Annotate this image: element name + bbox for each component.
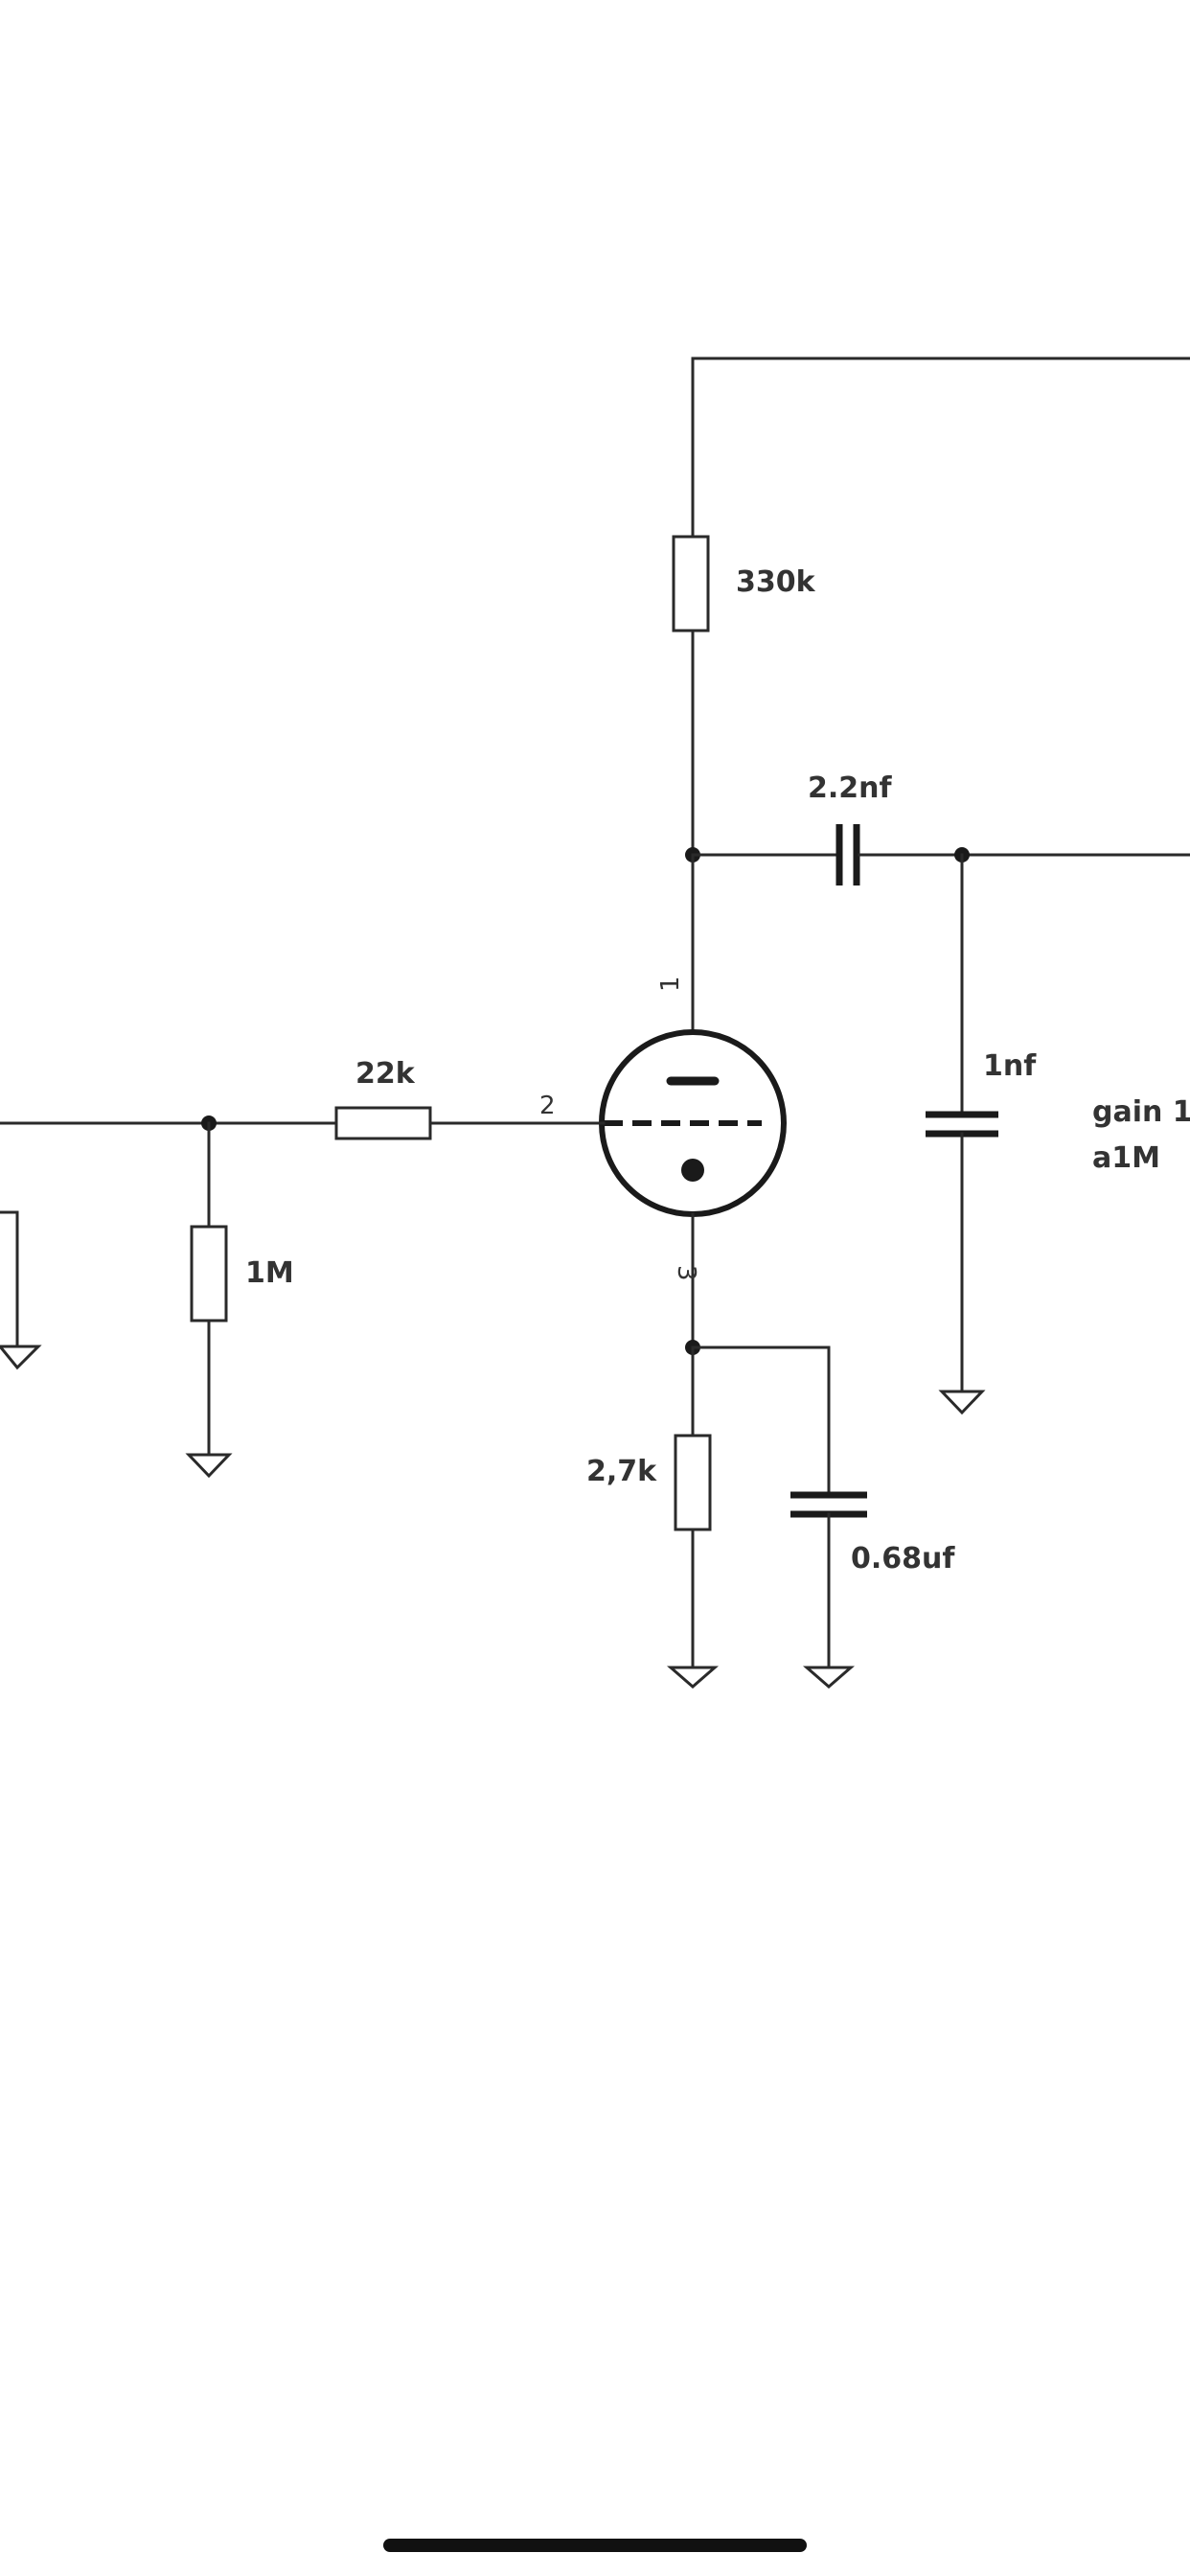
tube-pin-plate: 1 — [656, 976, 685, 992]
plate-resistor — [672, 535, 710, 857]
plate-resistor-label: 330k — [736, 565, 816, 599]
cathode-resistor — [666, 1346, 720, 1689]
shunt-capacitor — [926, 853, 998, 1393]
coupling-capacitor-label: 2.2nf — [808, 771, 893, 805]
gain-label-line2: a1M — [1092, 1141, 1160, 1175]
b-plus-rail — [691, 356, 1190, 539]
home-indicator[interactable] — [383, 2539, 807, 2552]
ground-symbol — [185, 1453, 233, 1479]
cathode-resistor-label: 2,7k — [586, 1455, 657, 1488]
ground-symbol — [938, 1390, 986, 1415]
shunt-capacitor-label: 1nf — [983, 1049, 1037, 1083]
grid-leak-resistor — [185, 1121, 233, 1479]
ground-symbol — [802, 1666, 856, 1689]
grid-stopper-resistor — [334, 1106, 606, 1140]
cathode-bypass-capacitor — [790, 1491, 867, 1689]
grid-stopper-label: 22k — [355, 1057, 416, 1091]
gain-label-line1: gain 1 — [1092, 1095, 1190, 1129]
tube-cathode — [681, 1159, 704, 1182]
tube-pin-cathode: 3 — [672, 1265, 700, 1281]
grid-leak-label: 1M — [245, 1256, 294, 1290]
coupling-capacitor — [835, 824, 1190, 886]
ground-symbol — [666, 1666, 720, 1689]
input-wire — [0, 1116, 338, 1131]
ground-symbol — [0, 1345, 42, 1370]
cathode-bypass-label: 0.68uf — [851, 1542, 955, 1576]
left-ground-branch — [0, 1210, 42, 1370]
plate-node — [685, 847, 837, 862]
tube-pin-grid: 2 — [539, 1092, 556, 1120]
triode-tube — [599, 1029, 787, 1217]
